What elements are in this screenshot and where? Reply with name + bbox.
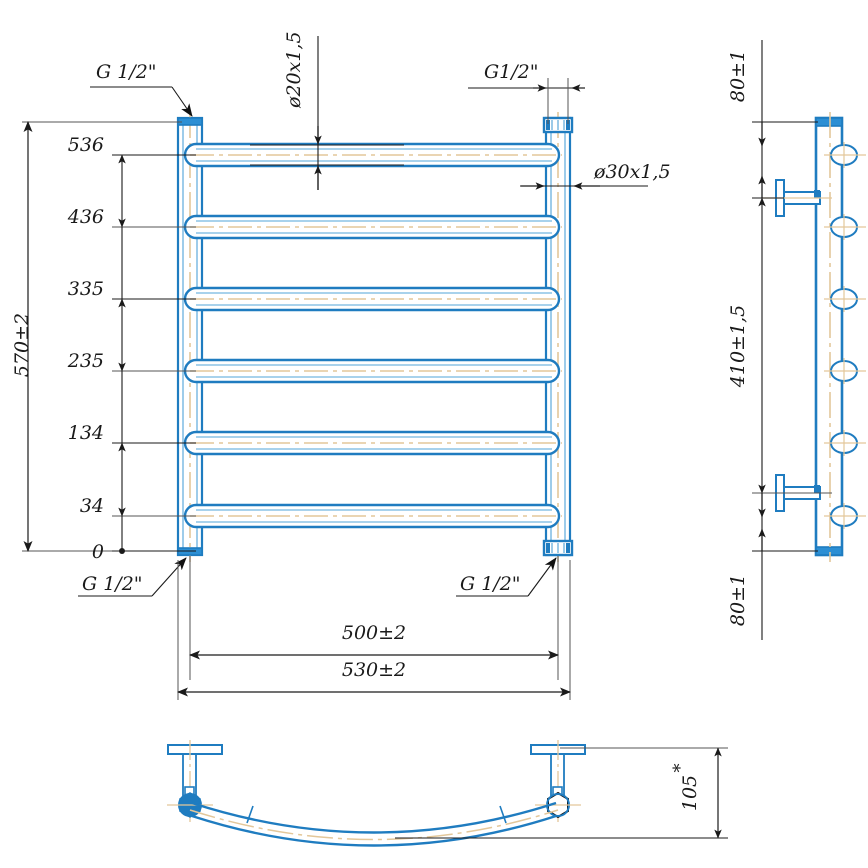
- thread-callout-top-left: G 1/2": [90, 61, 193, 117]
- rung-height-label-436: 436: [67, 206, 104, 228]
- post-diameter-value: ø30x1,5: [593, 161, 671, 183]
- inner-width-value: 500±2: [342, 622, 406, 644]
- bracket-span-value: 410±1,5: [727, 305, 749, 388]
- rung-height-label-134: 134: [68, 422, 104, 444]
- top-view-depth-dimension: 105 *: [395, 747, 728, 839]
- side-view-dimensions: 80±1 410±1,5 80±1: [727, 40, 818, 640]
- right-post-top-fitting: [542, 116, 574, 134]
- rung-end-6: [824, 503, 866, 529]
- rung-1: [183, 142, 562, 168]
- curve-depth-suffix: *: [670, 764, 691, 773]
- thread-callout-bottom-left: G 1/2": [78, 557, 187, 597]
- rung-height-label-34: 34: [80, 495, 104, 517]
- top-view-mount-left: [167, 740, 223, 826]
- width-dimensions: 500±2 530±2: [177, 556, 571, 700]
- side-view-rung-ends: [824, 142, 866, 529]
- rung-height-label-536: 536: [68, 134, 104, 156]
- overall-width-value: 530±2: [342, 659, 406, 681]
- top-view-curved-tube: [189, 801, 559, 847]
- right-post-bottom-fitting: [542, 539, 574, 557]
- rung-end-1: [824, 142, 866, 168]
- curve-upper-edge: [191, 801, 557, 834]
- side-top-offset-value: 80±1: [727, 50, 749, 102]
- side-bottom-offset-value: 80±1: [727, 574, 749, 626]
- thread-label-bottom-right: G 1/2": [460, 573, 521, 595]
- post-diameter-callout: ø30x1,5: [520, 161, 671, 190]
- front-view-group: 570±2 536 436 335 235 134 34 0: [11, 31, 671, 700]
- datum-label-0: 0: [92, 541, 104, 563]
- thread-label-bottom-left: G 1/2": [82, 573, 143, 595]
- curve-lower-edge: [191, 814, 557, 847]
- rung-end-4: [824, 358, 866, 384]
- rung-3: [183, 286, 562, 312]
- rung-4: [183, 358, 562, 384]
- thread-callout-bottom-right: G 1/2": [456, 557, 557, 597]
- rung-height-label-335: 335: [68, 278, 104, 300]
- top-view-mount-right: [530, 740, 586, 826]
- rung-5: [183, 430, 562, 456]
- rung-2: [183, 214, 562, 240]
- thread-label-top-left: G 1/2": [96, 61, 157, 83]
- rung-end-3: [824, 286, 866, 312]
- right-post: [542, 112, 574, 562]
- top-view-group: 105 *: [167, 740, 728, 847]
- left-dimension-stack: 570±2 536 436 335 235 134 34 0: [11, 121, 196, 563]
- left-post: [176, 112, 204, 562]
- rung-6: [183, 503, 562, 529]
- overall-height-value: 570±2: [11, 313, 33, 377]
- curve-depth-value: 105: [679, 775, 701, 811]
- curve-centerline: [189, 809, 559, 841]
- rung-height-label-235: 235: [67, 350, 104, 372]
- side-view-top-cap: [815, 117, 843, 127]
- side-view-post: [814, 116, 844, 557]
- rung-diameter-callout: ø20x1,5: [250, 31, 404, 190]
- side-view-group: 80±1 410±1,5 80±1: [727, 40, 866, 640]
- thread-callout-top-right: G1/2": [468, 61, 585, 124]
- thread-label-top-right: G1/2": [484, 61, 539, 83]
- rung-end-5: [824, 430, 866, 456]
- rung-diameter-value: ø20x1,5: [283, 31, 305, 109]
- rung-end-2: [824, 214, 866, 240]
- side-view-bottom-cap: [815, 546, 843, 556]
